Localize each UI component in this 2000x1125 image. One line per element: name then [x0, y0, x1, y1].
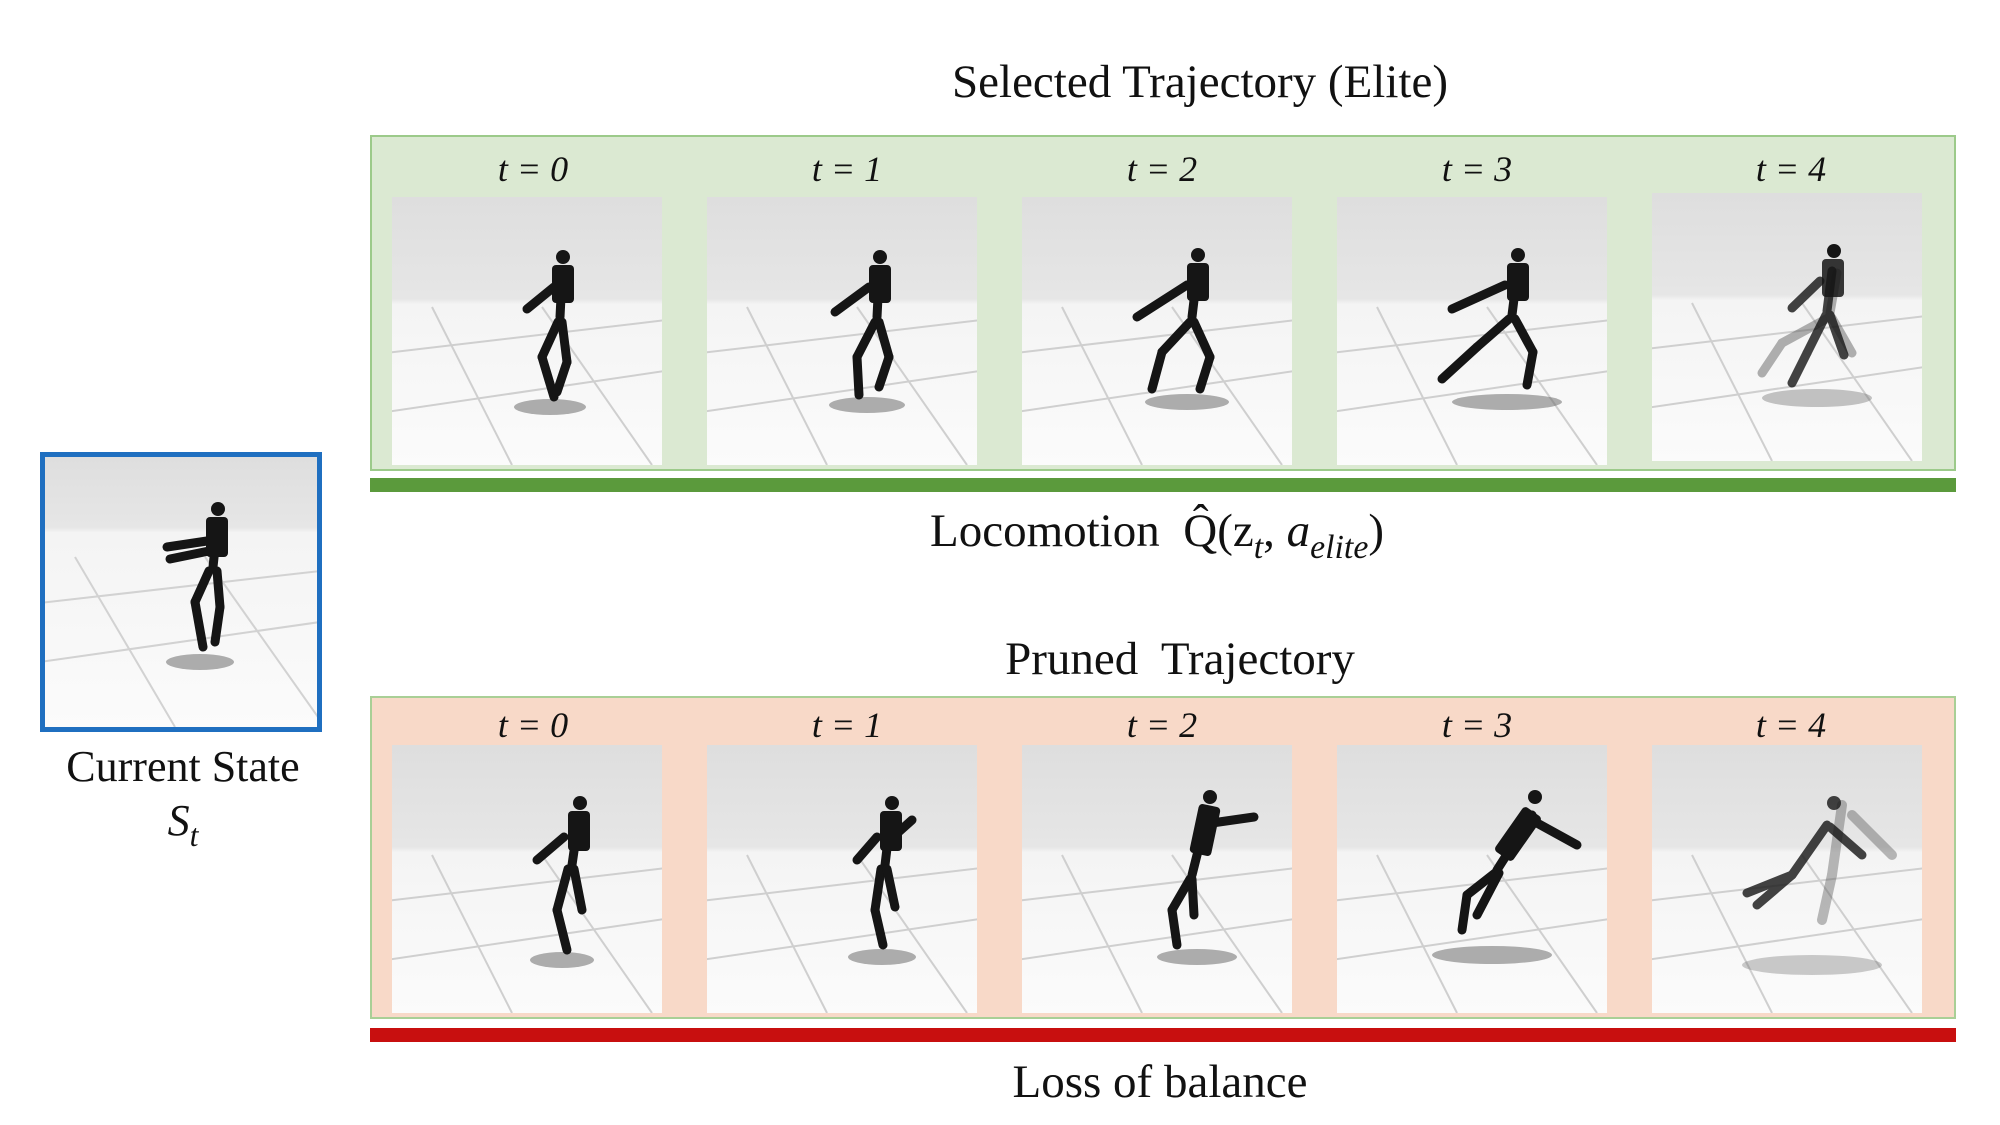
current-state-text: Current State — [66, 742, 300, 791]
robot-figure — [1652, 796, 1922, 1013]
pruned-frame-4 — [1652, 745, 1922, 1013]
elite-frame-4 — [1652, 193, 1922, 461]
pruned-frame-label: t = 4 — [1755, 705, 1827, 745]
current-state-label: Current State St — [30, 740, 336, 863]
elite-color-bar — [370, 478, 1956, 492]
elite-frame-2 — [1022, 197, 1292, 465]
robot-figure — [1337, 248, 1607, 465]
pruned-frame-label: t = 3 — [1441, 705, 1513, 745]
robot-figure — [1022, 790, 1292, 1013]
pruned-title: Pruned Trajectory — [1005, 633, 1355, 685]
robot-figure — [707, 796, 977, 1013]
q-value-expression: Q̂(zt, aelite) — [1183, 505, 1385, 566]
elite-frame-label: t = 2 — [1126, 149, 1198, 189]
robot-figure — [392, 796, 662, 1013]
elite-caption-word: Locomotion — [930, 505, 1160, 557]
pruned-frame-label: t = 0 — [497, 705, 569, 745]
elite-frame-label: t = 4 — [1755, 149, 1827, 189]
elite-frame-label: t = 3 — [1441, 149, 1513, 189]
pruned-color-bar — [370, 1028, 1956, 1042]
robot-figure — [1652, 244, 1922, 461]
elite-frame-0 — [392, 197, 662, 465]
elite-frame-label: t = 1 — [811, 149, 883, 189]
elite-frame-1 — [707, 197, 977, 465]
current-state-box — [40, 452, 322, 732]
pruned-frame-2 — [1022, 745, 1292, 1013]
pruned-frame-1 — [707, 745, 977, 1013]
pruned-frame-3 — [1337, 745, 1607, 1013]
elite-frame-3 — [1337, 197, 1607, 465]
robot-figure — [1022, 248, 1292, 465]
pruned-frame-label: t = 2 — [1126, 705, 1198, 745]
pruned-caption: Loss of balance — [1012, 1056, 1308, 1108]
current-state-frame — [45, 457, 317, 727]
pruned-frame-0 — [392, 745, 662, 1013]
robot-figure — [45, 502, 317, 727]
robot-figure — [392, 250, 662, 465]
elite-title: Selected Trajectory (Elite) — [952, 56, 1448, 108]
robot-figure — [1337, 790, 1607, 1013]
robot-figure — [707, 250, 977, 465]
elite-frame-label: t = 0 — [497, 149, 569, 189]
pruned-frame-label: t = 1 — [811, 705, 883, 745]
elite-caption: Locomotion Q̂(zt, aelite) — [930, 504, 1490, 567]
state-symbol: St — [167, 796, 199, 854]
